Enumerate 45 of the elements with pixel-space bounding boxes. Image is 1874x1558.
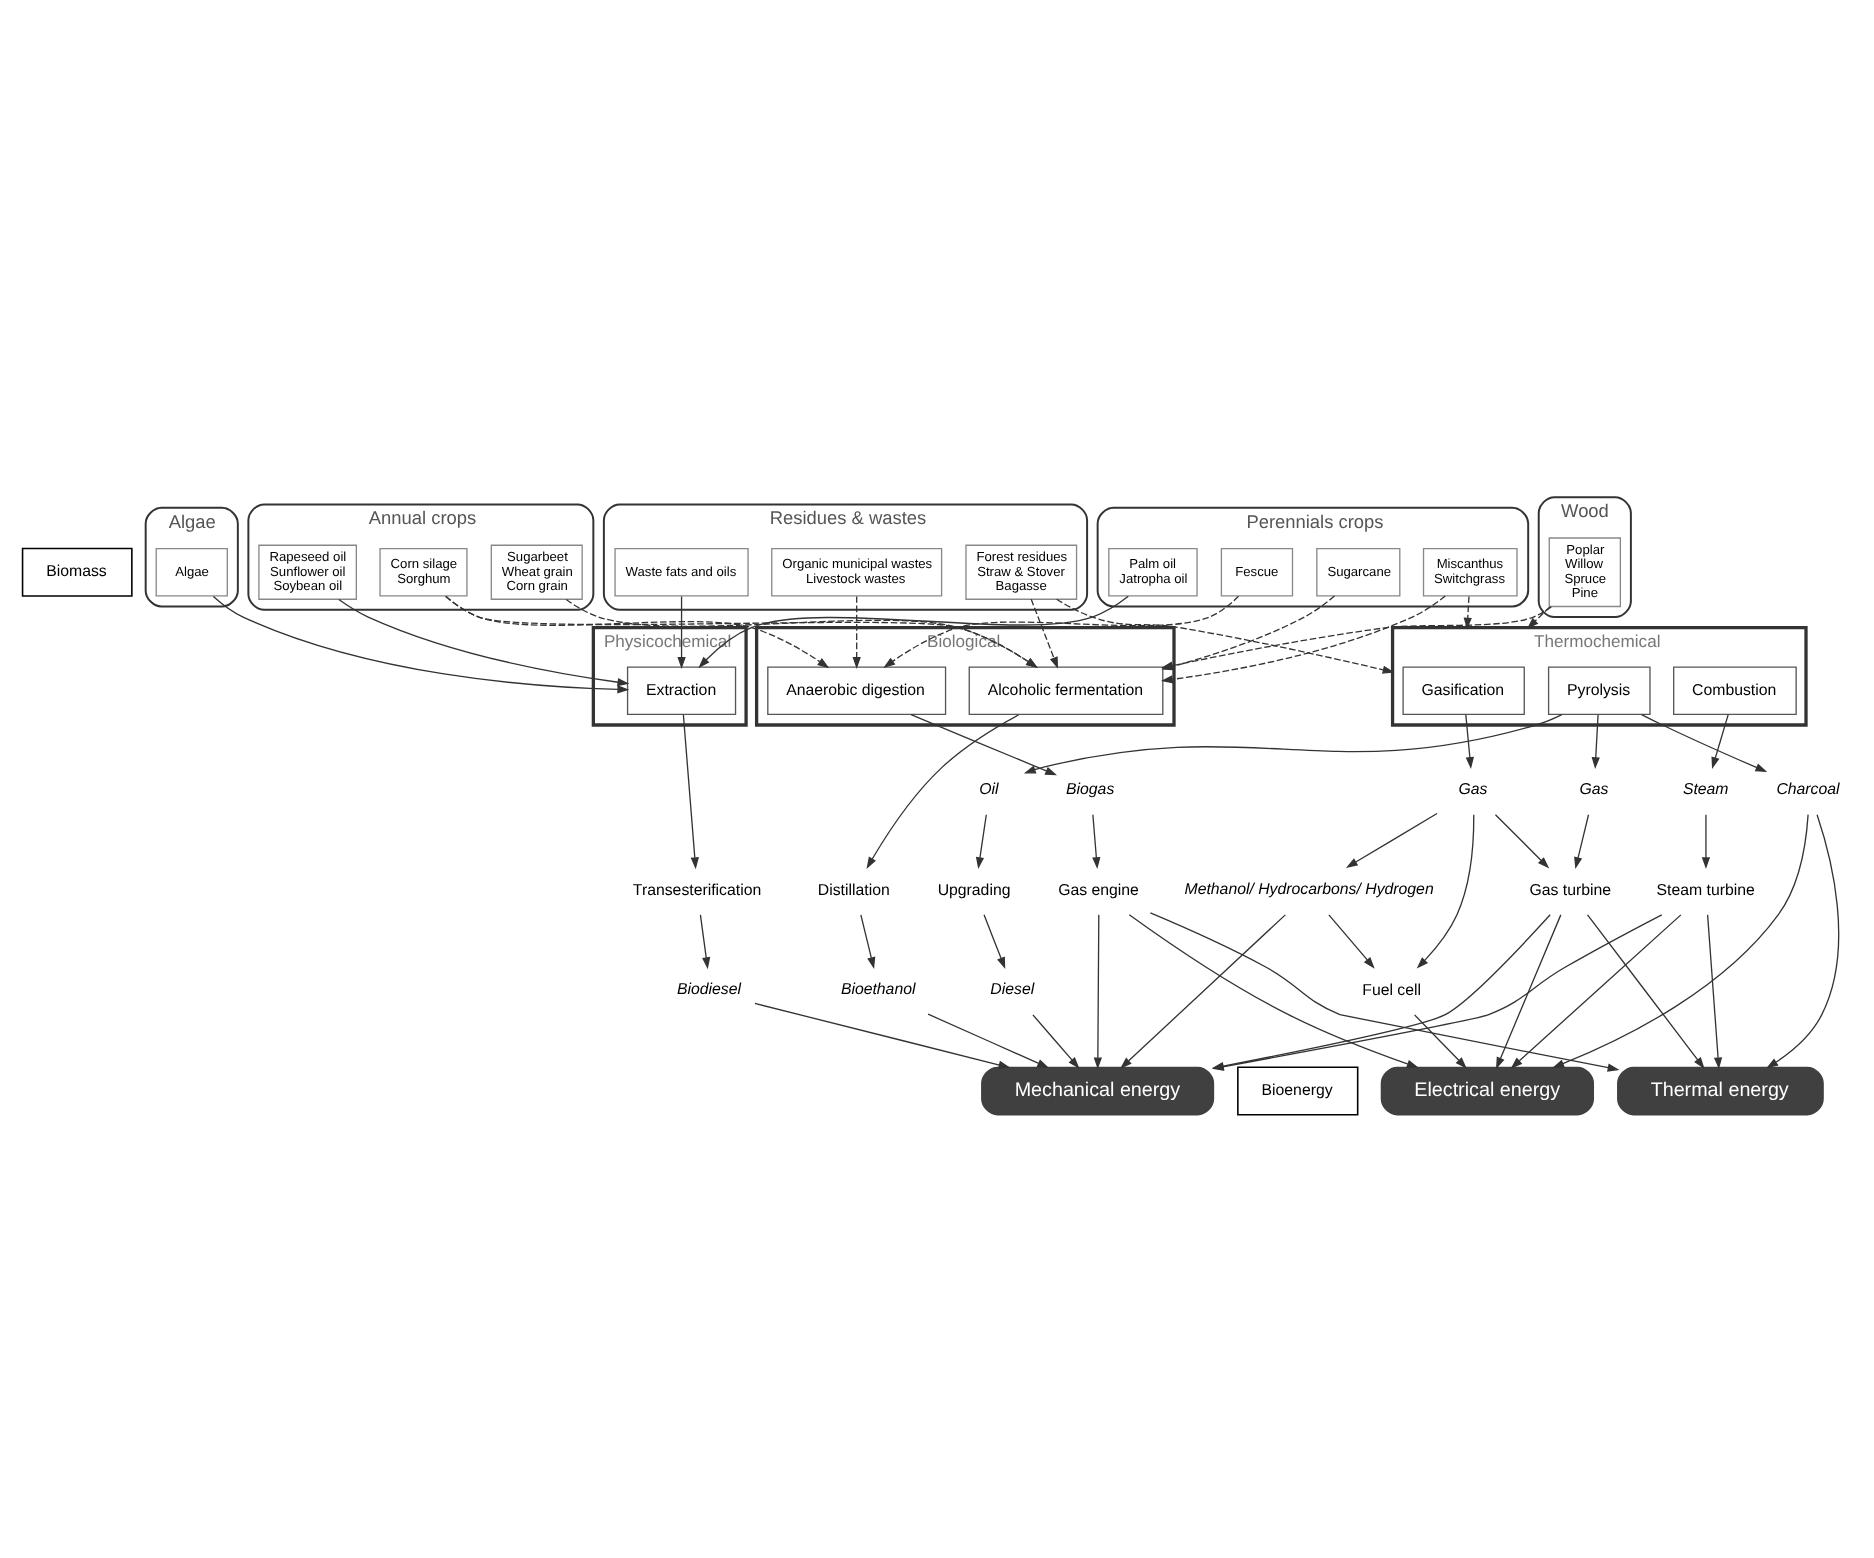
arrow [1093,913,1102,1069]
arrow [682,713,699,869]
arrow [983,913,1006,969]
arrow [1574,813,1590,869]
arrow [1023,712,1563,773]
arrow [445,594,830,668]
arrow [1510,913,1682,1068]
arrow [1120,913,1286,1068]
arrow [1465,713,1474,769]
arrow [910,713,1058,775]
arrow [1030,597,1059,668]
arrow [338,597,630,686]
arrow [1706,913,1723,1069]
arrow [866,713,1020,868]
arrow [1640,712,1768,772]
arrow [1413,1013,1467,1068]
arrow [699,913,711,969]
arrow [1345,811,1438,867]
arrow [1211,913,1663,1070]
node-box: Mechanical energy [981,1065,1215,1115]
arrow [1032,1013,1080,1068]
arrow [1711,713,1729,768]
arrow [1526,605,1551,628]
arrow [1128,913,1419,1067]
arrow [1149,911,1620,1071]
arrow [1591,713,1600,769]
arrow [212,594,630,693]
arrow [1586,913,1705,1068]
arrow [1552,812,1809,1067]
arrow [1496,913,1562,1069]
arrow [677,594,686,668]
arrow [860,913,876,969]
arrow [754,1001,1011,1068]
arrow [1494,813,1550,868]
arrow [852,594,861,668]
arrow [1092,813,1101,869]
node-box: Electrical energy [1380,1065,1595,1115]
arrow [975,813,987,869]
arrow [927,1012,1050,1068]
node-box: Thermal energy [1617,1065,1824,1115]
arrow [1328,913,1375,968]
arrow [1766,813,1840,1068]
arrow [1416,813,1475,968]
arrow [1211,913,1551,1070]
arrow [1701,813,1711,869]
